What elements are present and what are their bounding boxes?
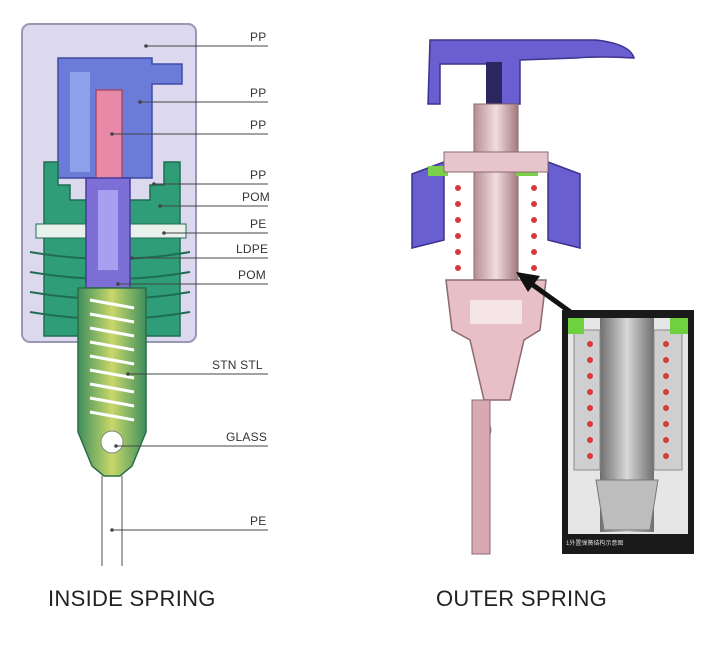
dip-tube [101,476,123,566]
label-pp-1: PP [250,30,267,44]
detail-inset [562,310,694,554]
pump-stem [473,103,519,295]
caption-inside-spring: INSIDE SPRING [48,586,216,611]
pump-head [427,39,636,105]
outer-dip-tube [471,399,491,555]
label-pe-2: PE [250,514,267,528]
label-pp-2: PP [250,86,267,100]
label-stn-stl: STN STL [212,358,263,372]
inside-spring-pump [21,23,268,566]
label-glass: GLASS [226,430,268,444]
label-pom-2: POM [238,268,266,282]
leader-lines [112,45,268,531]
outer-spring-pump [411,39,694,555]
inset-caption: 1外置弹簧结构示意图 [566,541,624,547]
inside-spring [89,298,135,422]
label-pom-1: POM [242,190,270,204]
label-pp-3: PP [250,118,267,132]
glass-ball [100,430,124,454]
label-ldpe: LDPE [236,242,269,256]
outer-spring-coils [455,185,537,271]
label-pe-1: PE [250,217,267,231]
pump-body [445,279,547,401]
inner-stem [95,89,123,183]
label-pp-4: PP [250,168,267,182]
caption-outer-spring: OUTER SPRING [436,586,608,611]
